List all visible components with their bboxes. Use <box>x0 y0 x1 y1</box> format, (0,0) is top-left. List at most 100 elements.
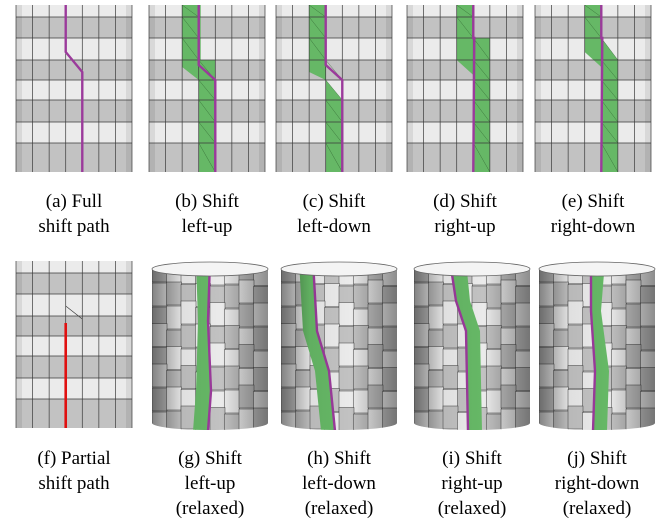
panel-b-image <box>148 5 266 172</box>
dark-tile-row <box>16 100 132 122</box>
caption-line: (relaxed) <box>562 498 632 519</box>
dark-tile-row <box>276 17 392 38</box>
light-tile-row <box>16 294 132 316</box>
right-edge-shade <box>517 5 523 172</box>
strip-diagonal <box>601 99 619 123</box>
panel-h-image <box>280 261 398 430</box>
strip-diagonal <box>601 142 619 172</box>
strip-diagonal <box>456 16 474 39</box>
cylinder-top-rim <box>538 261 656 277</box>
panel-f-image <box>15 261 133 428</box>
light-tile-row <box>535 80 651 100</box>
left-edge-shade <box>276 5 282 172</box>
light-tile-row <box>16 5 132 17</box>
caption-line: (j) Shift <box>567 448 627 469</box>
dark-tile-row <box>16 60 132 80</box>
shift-path <box>197 5 217 172</box>
strip-diagonal <box>308 16 326 39</box>
strip-diagonal <box>308 37 326 61</box>
light-tile-row <box>16 261 132 273</box>
caption-line: left-down <box>297 216 371 237</box>
panel-g-image <box>151 261 269 430</box>
strip-diagonal <box>325 121 343 144</box>
panel-c-image <box>275 5 393 172</box>
partial-diagonal <box>65 305 83 320</box>
light-tile-row <box>16 378 132 399</box>
dark-tile-row <box>535 143 651 172</box>
caption-line: (i) Shift <box>442 448 502 469</box>
light-tile-row <box>16 80 132 100</box>
cylinder-shading <box>152 262 268 430</box>
strip-diagonal <box>325 79 343 101</box>
left-edge-shade <box>535 5 541 172</box>
dark-tile-row <box>407 143 523 172</box>
cylinder-top-rim <box>413 261 531 277</box>
panel-j-image <box>538 261 656 430</box>
strip-diagonal <box>181 16 199 39</box>
dark-tile-row <box>407 100 523 122</box>
caption-line: right-up <box>441 473 503 494</box>
strip-diagonal <box>181 5 199 18</box>
caption-line: (f) Partial <box>37 448 111 469</box>
light-tile-row <box>149 38 265 60</box>
panel-a-caption: (a) Full shift path <box>12 189 136 239</box>
left-edge-shade <box>16 5 22 172</box>
strip-diagonal <box>325 99 343 123</box>
caption-line: left-up <box>184 473 236 494</box>
strip-diagonal <box>473 121 491 144</box>
dark-tile-row <box>16 17 132 38</box>
dark-tile-row <box>16 399 132 428</box>
shift-path <box>600 5 604 172</box>
highlight-strip <box>182 5 216 172</box>
light-tile-row <box>535 122 651 143</box>
strip-diagonal <box>181 37 199 61</box>
light-tile-row <box>276 5 392 17</box>
caption-line: right-down <box>550 216 636 237</box>
panel-e-image <box>534 5 652 172</box>
strip-diagonal <box>601 121 619 144</box>
cylinder-shading <box>281 262 397 430</box>
light-tile-row <box>407 122 523 143</box>
strip-diagonal <box>601 79 619 101</box>
strip-diagonal <box>601 59 619 81</box>
panel-e-caption: (e) Shift right-down <box>531 189 655 239</box>
cylinder-surface <box>281 262 397 430</box>
dark-tile-row <box>407 60 523 80</box>
caption-line: (e) Shift <box>561 191 625 212</box>
shift-path <box>472 5 476 172</box>
light-tile-row <box>276 38 392 60</box>
caption-line: shift path <box>38 216 110 237</box>
dark-tile-row <box>16 143 132 172</box>
shift-path <box>64 5 84 172</box>
caption-line: right-down <box>554 473 640 494</box>
caption-line: shift path <box>38 473 110 494</box>
dark-tile-row <box>16 356 132 378</box>
strip-diagonal <box>473 142 491 172</box>
panel-i-image <box>413 261 531 430</box>
right-edge-shade <box>259 5 265 172</box>
caption-line: (a) Full <box>45 191 103 212</box>
highlight-strip <box>584 5 618 172</box>
right-edge-shade <box>126 261 132 428</box>
highlight-strip <box>309 5 343 172</box>
cylinder-top-rim <box>151 261 269 277</box>
strip-diagonal <box>473 37 491 61</box>
cylinder-surface <box>414 262 530 430</box>
light-tile-row <box>16 336 132 356</box>
caption-line: (g) Shift <box>178 448 242 469</box>
strip-diagonal <box>584 16 602 39</box>
strip-diagonal <box>456 5 474 18</box>
caption-line: left-up <box>181 216 233 237</box>
strip-diagonal <box>601 37 619 61</box>
right-edge-shade <box>645 5 651 172</box>
left-edge-shade <box>407 5 413 172</box>
panel-j-caption: (j) Shift right-down (relaxed) <box>535 446 657 521</box>
dark-tile-row <box>149 17 265 38</box>
light-tile-row <box>407 80 523 100</box>
